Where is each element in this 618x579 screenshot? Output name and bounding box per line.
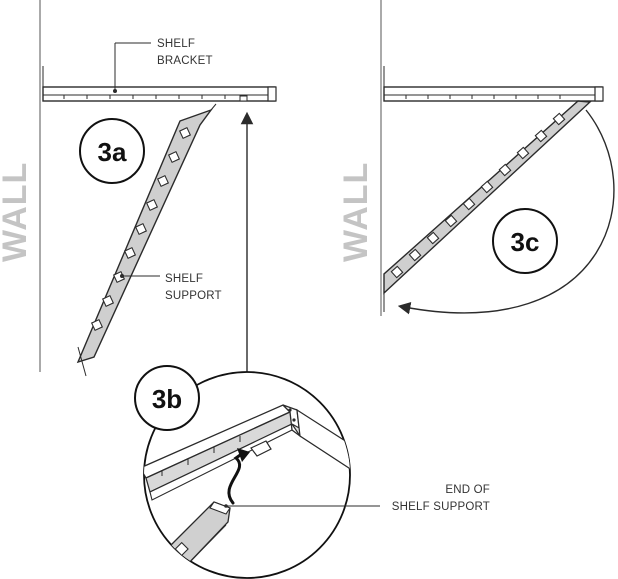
left-wall-label: WALL: [0, 162, 34, 262]
detail-3b: [143, 371, 380, 579]
shelf-support-right: [383, 100, 592, 312]
shelf-support-label-line2: SUPPORT: [165, 290, 222, 302]
shelf-support-label-line1: SHELF: [165, 273, 203, 285]
step-3a-label: 3a: [98, 137, 127, 167]
shelf-bracket-label-line1: SHELF: [157, 38, 195, 50]
shelf-bracket-label-line2: BRACKET: [157, 55, 213, 67]
step-3b-label: 3b: [152, 384, 182, 414]
end-support-label-line1: END OF: [445, 484, 490, 496]
right-wall-label: WALL: [337, 162, 375, 262]
shelf-bracket-left: [42, 66, 277, 102]
step-3c-label: 3c: [511, 227, 540, 257]
shelf-support-left: [76, 103, 217, 377]
shelf-bracket-right: [383, 66, 604, 102]
swing-arrow: [397, 109, 615, 315]
step-3c-badge: [492, 208, 558, 274]
end-support-label-line2: SHELF SUPPORT: [392, 501, 490, 513]
panel-3a: WALL SHELF BRACKET: [0, 0, 277, 377]
step-3a-badge: [79, 118, 145, 184]
panel-3c: WALL: [337, 0, 615, 316]
step-3b-badge: [134, 365, 200, 431]
